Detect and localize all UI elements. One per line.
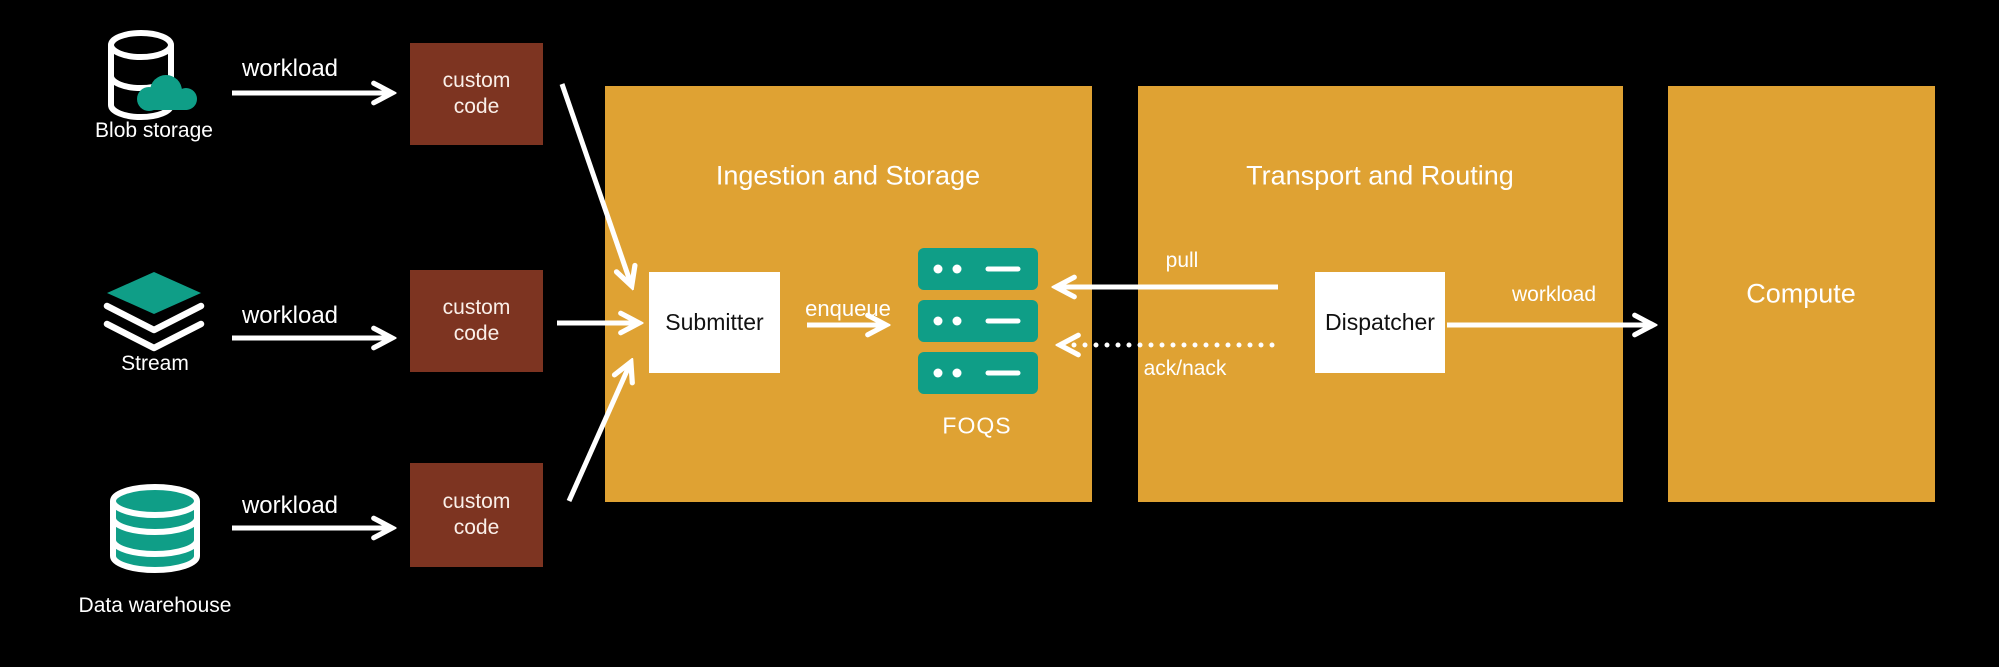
enqueue-label: enqueue (805, 296, 891, 321)
pull-label: pull (1165, 249, 1199, 272)
ingestion-panel-title: Ingestion and Storage (715, 160, 981, 191)
submitter-label: Submitter (665, 309, 764, 335)
workload-label-warehouse: workload (241, 492, 339, 519)
blob-storage-label: Blob storage (95, 119, 213, 142)
data-warehouse-label: Data warehouse (78, 594, 232, 617)
dispatcher-label: Dispatcher (1325, 309, 1435, 335)
custom-code-label: custom code (442, 69, 511, 118)
custom-code-box-blob: custom code (410, 43, 543, 145)
stream-label: Stream (121, 352, 189, 375)
compute-panel-title: Compute (1746, 278, 1856, 309)
transport-panel-title: Transport and Routing (1246, 160, 1514, 191)
custom-code-label: custom code (442, 296, 511, 345)
custom-code-box-warehouse: custom code (410, 463, 543, 567)
dispatcher-node: Dispatcher (1315, 272, 1445, 373)
workload-label-stream: workload (241, 302, 339, 329)
foqs-label: FOQS (942, 412, 1012, 439)
custom-code-box-stream: custom code (410, 270, 543, 372)
compute-panel (1668, 86, 1935, 502)
custom-code-label: custom code (442, 490, 511, 539)
submitter-node: Submitter (649, 272, 780, 373)
workload-label-dispatch: workload (1511, 283, 1597, 306)
workload-label-blob: workload (241, 55, 339, 82)
ack-nack-label: ack/nack (1143, 357, 1227, 380)
